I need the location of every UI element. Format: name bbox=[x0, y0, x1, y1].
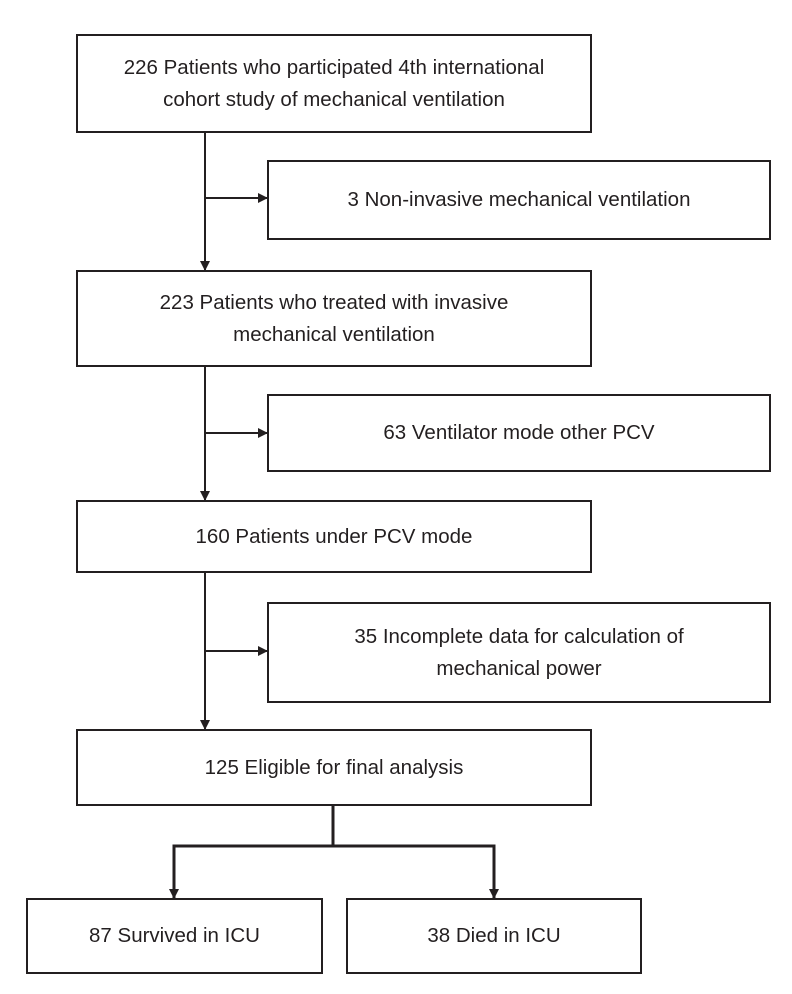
node-survived-line-1: 87 Survived in ICU bbox=[89, 924, 260, 947]
node-invasive: 223 Patients who treated with invasive m… bbox=[76, 270, 592, 367]
node-exclusion-niv: 3 Non-invasive mechanical ventilation bbox=[267, 160, 771, 240]
node-exclusion-data: 35 Incomplete data for calculation of me… bbox=[267, 602, 771, 703]
arrow-eligible-to-survived bbox=[169, 806, 335, 899]
node-died: 38 Died in ICU bbox=[346, 898, 642, 974]
node-exclusion-niv-line-1: 3 Non-invasive mechanical ventilation bbox=[347, 188, 691, 211]
node-pcv-line-1: 160 Patients under PCV mode bbox=[195, 524, 473, 548]
node-exclusion-mode-line-1: 63 Ventilator mode other PCV bbox=[383, 421, 655, 444]
node-enrolled-line-2: cohort study of mechanical ventilation bbox=[163, 87, 505, 111]
node-enrolled-line-1: 226 Patients who participated 4th intern… bbox=[123, 55, 545, 79]
node-eligible-line-1: 125 Eligible for final analysis bbox=[204, 755, 464, 779]
node-pcv: 160 Patients under PCV mode bbox=[76, 500, 592, 573]
node-invasive-line-1: 223 Patients who treated with invasive bbox=[159, 290, 509, 314]
node-exclusion-data-line-1: 35 Incomplete data for calculation of bbox=[354, 624, 684, 648]
arrow-eligible-to-died bbox=[333, 844, 499, 899]
node-exclusion-mode: 63 Ventilator mode other PCV bbox=[267, 394, 771, 472]
node-eligible: 125 Eligible for final analysis bbox=[76, 729, 592, 806]
node-invasive-line-2: mechanical ventilation bbox=[233, 322, 435, 346]
node-died-line-1: 38 Died in ICU bbox=[427, 924, 561, 947]
node-survived: 87 Survived in ICU bbox=[26, 898, 323, 974]
node-exclusion-data-line-2: mechanical power bbox=[436, 656, 602, 680]
node-enrolled: 226 Patients who participated 4th intern… bbox=[76, 34, 592, 133]
